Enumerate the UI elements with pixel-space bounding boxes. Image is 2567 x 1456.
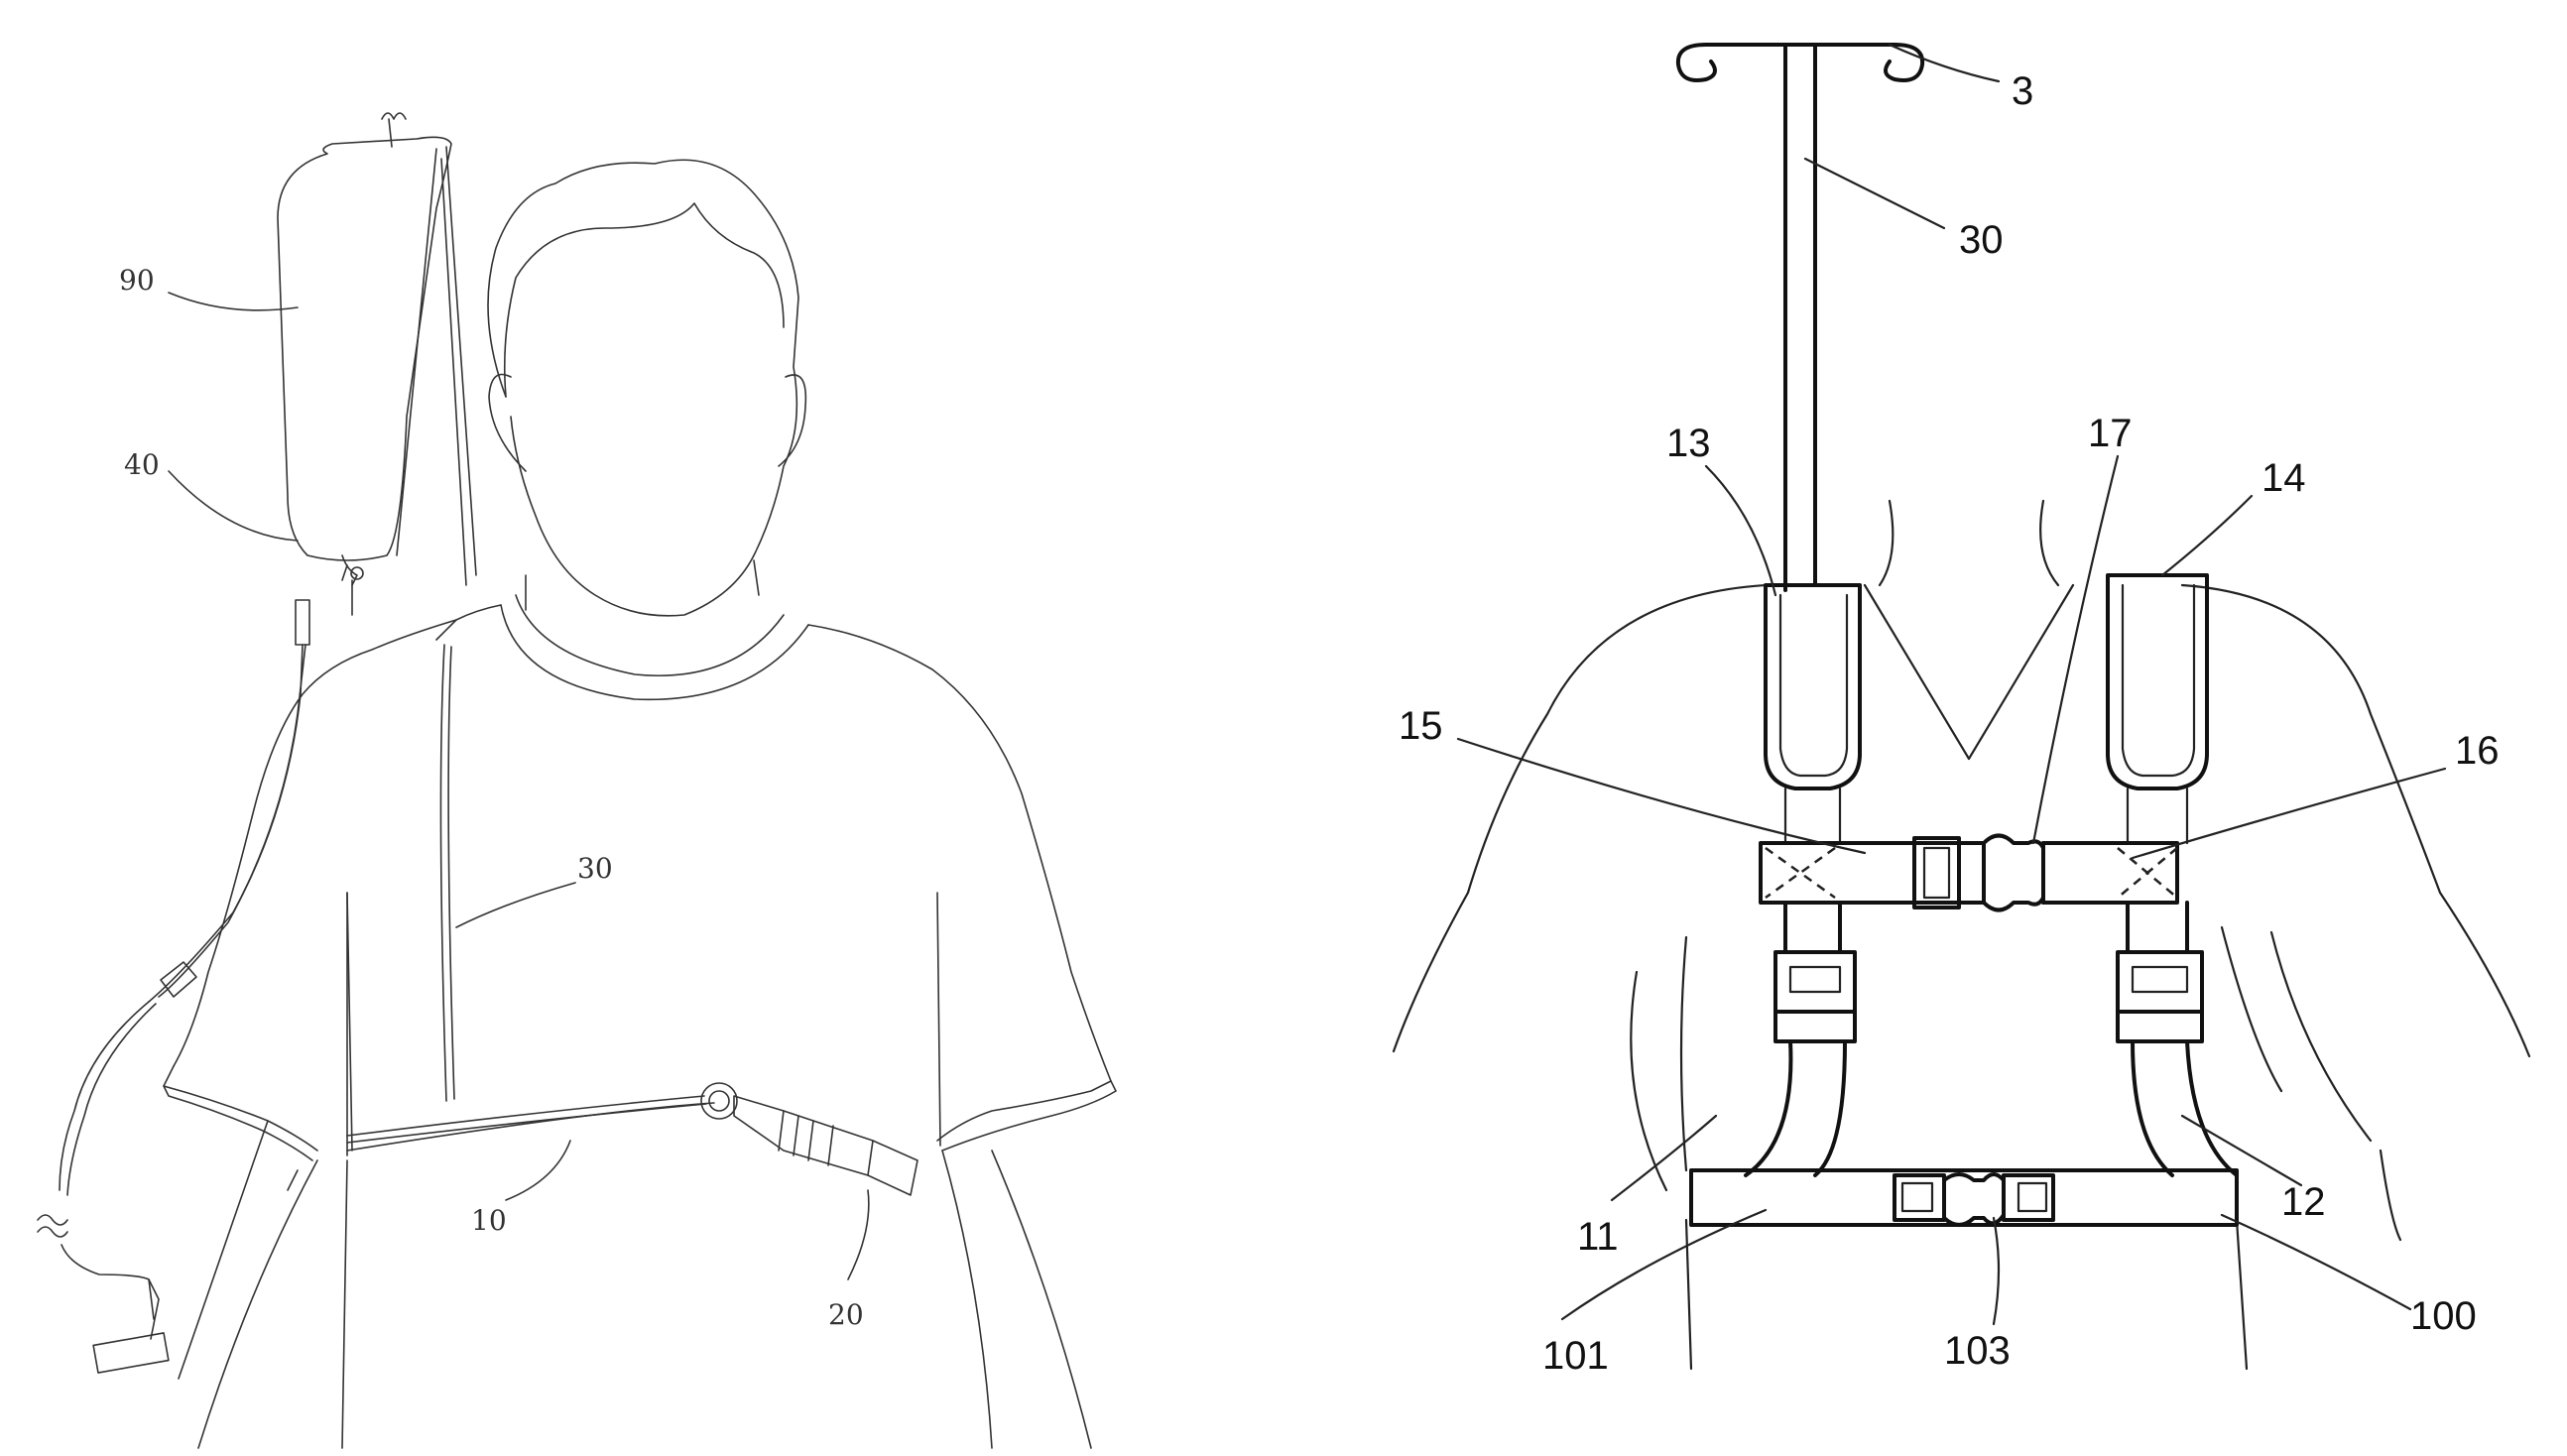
- leader-15: [1456, 737, 1867, 855]
- shoulder-pad-left: [1764, 583, 1862, 845]
- leader-30-right: [1803, 157, 1946, 230]
- label-40: 40: [124, 448, 160, 481]
- leader-90: [168, 292, 299, 311]
- right-figure: 3 30 13 17 14 15 16 11 12 101 103 100: [1392, 43, 2531, 1378]
- label-100: 100: [2410, 1294, 2477, 1338]
- patient-torso: [1392, 499, 2531, 1371]
- label-103: 103: [1944, 1329, 2011, 1373]
- leader-101: [1560, 1208, 1768, 1321]
- label-3: 3: [2012, 69, 2033, 113]
- leader-17: [2031, 454, 2120, 845]
- label-12: 12: [2281, 1180, 2326, 1224]
- leader-13: [1704, 464, 1777, 597]
- left-figure: 90 40 30 10 20: [37, 112, 1117, 1449]
- shoulder-pad-right: [2106, 573, 2209, 845]
- leader-11: [1610, 1114, 1718, 1202]
- label-11: 11: [1577, 1215, 1619, 1259]
- iv-pole: [1675, 43, 1925, 592]
- chest-strap: [346, 1082, 918, 1196]
- chest-strap-assembly: [1759, 833, 2179, 912]
- harness-straps: [1744, 901, 2239, 1177]
- leader-103: [1992, 1216, 2001, 1326]
- label-90: 90: [119, 264, 155, 297]
- patient-head: [487, 159, 807, 617]
- label-17: 17: [2088, 412, 2133, 455]
- leader-3: [1888, 43, 2001, 83]
- iv-bag: [277, 112, 477, 616]
- iv-line: [37, 599, 310, 1374]
- leader-100: [2220, 1213, 2412, 1311]
- leader-14: [2160, 494, 2254, 577]
- label-20: 20: [828, 1298, 864, 1331]
- label-101: 101: [1542, 1334, 1609, 1378]
- leader-40: [168, 470, 299, 542]
- label-13: 13: [1666, 422, 1711, 465]
- label-30-right: 30: [1959, 218, 2004, 262]
- leader-20: [847, 1189, 870, 1280]
- leader-30: [455, 882, 576, 928]
- label-30: 30: [577, 852, 613, 885]
- label-15: 15: [1399, 704, 1443, 748]
- leader-16: [2131, 767, 2447, 860]
- leader-12: [2180, 1114, 2303, 1187]
- leader-10: [505, 1140, 571, 1201]
- label-10: 10: [471, 1204, 507, 1237]
- waist-strap: [1689, 1168, 2239, 1227]
- label-14: 14: [2261, 456, 2306, 500]
- patient-shirt: [163, 594, 1117, 1449]
- label-16: 16: [2455, 729, 2500, 773]
